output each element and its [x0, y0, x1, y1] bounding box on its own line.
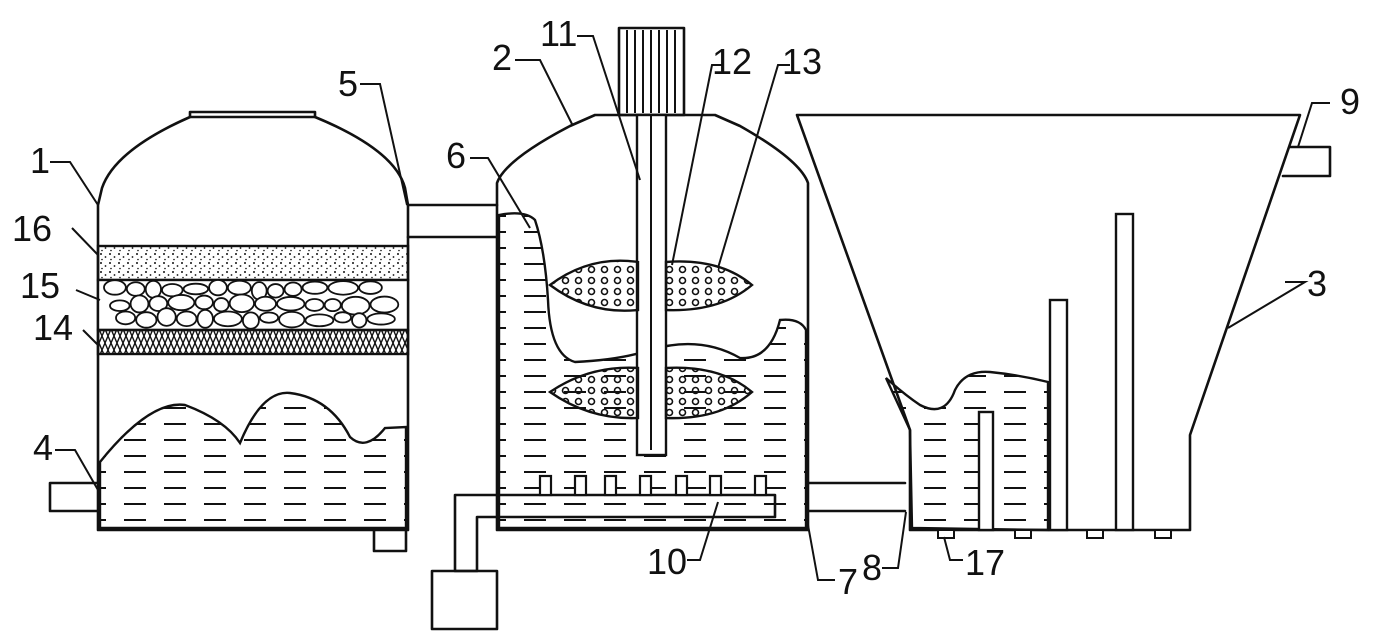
- label-8: 8: [862, 547, 882, 588]
- support-foot: [1154, 529, 1172, 539]
- aeration-nozzle: [638, 474, 653, 497]
- label-1: 1: [30, 140, 50, 181]
- baffle-middle: [1048, 298, 1069, 532]
- label-2: 2: [492, 37, 512, 78]
- motor-fins: [626, 30, 676, 113]
- support-foot: [1086, 529, 1104, 539]
- leader-lines: [50, 35, 1330, 581]
- support-foot: [937, 529, 955, 539]
- tower-1-liquid: [98, 391, 408, 530]
- gravel-pebble: [115, 310, 137, 326]
- gravel-pebble: [369, 295, 400, 314]
- paddle-12-left-upper: [547, 259, 640, 312]
- gravel-pebble: [135, 311, 158, 329]
- inlet-pipe-4: [48, 481, 100, 513]
- labels: 1 2 3 4 5 6 7 8 9 10 11 12 13 14 15 16 1…: [12, 13, 1360, 602]
- mesh-layer-14: [96, 328, 410, 356]
- gravel-pebble: [148, 295, 169, 312]
- gravel-pebble: [304, 313, 335, 328]
- gravel-pebble: [283, 281, 303, 297]
- outlet-pipe-9: [1281, 145, 1332, 178]
- gravel-pebbles: [103, 279, 400, 330]
- label-7: 7: [838, 561, 858, 602]
- gravel-pebble: [182, 282, 209, 296]
- label-16: 16: [12, 208, 52, 249]
- support-feet-17: [937, 529, 1172, 539]
- aeration-nozzle: [603, 474, 618, 497]
- paddle-right-lower: [664, 366, 754, 420]
- tank-2: [430, 26, 810, 631]
- gravel-pebble: [351, 312, 368, 329]
- aeration-nozzle: [538, 474, 553, 497]
- paddle-13-right-upper: [664, 260, 754, 312]
- gravel-pebble: [304, 298, 325, 312]
- gravel-pebble: [125, 281, 146, 297]
- label-9: 9: [1340, 81, 1360, 122]
- gravel-pebble: [196, 308, 214, 329]
- sand-layer-16: [96, 244, 410, 282]
- label-6: 6: [446, 135, 466, 176]
- gravel-pebble: [301, 280, 329, 295]
- gravel-pebble: [194, 294, 214, 311]
- gravel-pebble: [109, 299, 131, 312]
- support-foot: [1014, 529, 1032, 539]
- gravel-pebble: [103, 279, 127, 296]
- gravel-pebble: [167, 294, 196, 312]
- label-13: 13: [782, 41, 822, 82]
- label-3: 3: [1307, 263, 1327, 304]
- connecting-pipe-5: [406, 203, 499, 239]
- aeration-nozzle: [674, 474, 689, 497]
- tank-3: [795, 113, 1332, 539]
- gravel-pebble: [254, 295, 277, 312]
- gravel-pebble: [226, 279, 252, 296]
- gravel-pebble: [266, 283, 285, 299]
- aeration-nozzle: [753, 474, 768, 497]
- tower-1-drain: [372, 528, 408, 553]
- paddle-left-lower: [547, 366, 640, 420]
- label-5: 5: [338, 63, 358, 104]
- tank-3-liquid: [884, 370, 1050, 532]
- gravel-pebble: [278, 310, 306, 329]
- label-4: 4: [33, 427, 53, 468]
- baffle-short: [977, 410, 995, 532]
- aeration-nozzle: [708, 474, 723, 497]
- aeration-nozzle: [573, 474, 588, 497]
- gravel-pebble: [208, 279, 228, 297]
- gravel-pebble: [213, 310, 243, 328]
- gravel-pebble: [358, 280, 383, 295]
- gravel-pebble: [333, 311, 352, 324]
- tank-2-shell: [495, 113, 810, 532]
- tower-1: [48, 110, 410, 553]
- aeration-nozzles: [538, 474, 768, 497]
- gravel-pebble: [129, 294, 150, 314]
- gravel-pebble: [228, 293, 255, 314]
- label-15: 15: [20, 265, 60, 306]
- gravel-pebble: [175, 310, 198, 328]
- label-11: 11: [540, 13, 577, 54]
- gravel-pebble: [213, 297, 230, 313]
- gravel-pebble: [258, 311, 280, 324]
- air-pump: [430, 569, 499, 631]
- label-10: 10: [647, 541, 687, 582]
- pipe-7: [806, 481, 907, 513]
- gravel-pebble: [366, 312, 396, 326]
- label-12: 12: [712, 41, 752, 82]
- gravel-pebble: [323, 298, 342, 313]
- label-14: 14: [33, 307, 73, 348]
- gravel-pebble: [156, 307, 177, 327]
- gravel-pebble: [327, 280, 360, 296]
- baffle-tall: [1114, 212, 1135, 532]
- gravel-pebble: [241, 311, 260, 330]
- label-17: 17: [965, 542, 1005, 583]
- gravel-pebble: [276, 296, 306, 312]
